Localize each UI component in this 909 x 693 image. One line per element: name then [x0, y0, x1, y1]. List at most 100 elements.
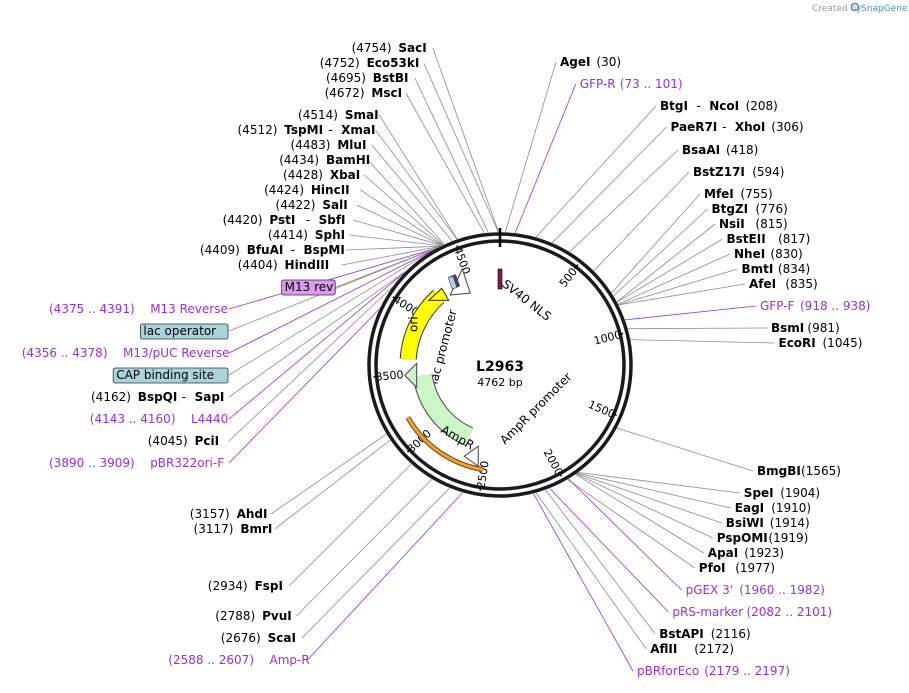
primer-label: GFP-F(918 .. 938): [760, 299, 870, 313]
enzyme-site-label: (2788)PvuI: [215, 609, 291, 623]
leader-line: [375, 129, 458, 240]
site-position: (4424): [264, 183, 304, 197]
feature-lac-promoter-label: lac promoter: [426, 308, 459, 386]
site-name: AhdI: [237, 507, 268, 521]
site-position: (1923): [744, 546, 784, 560]
enzyme-site-label: NheI(830): [734, 247, 803, 261]
leader-line: [296, 478, 433, 617]
leader-line: [593, 171, 690, 272]
site-position: (4752): [320, 56, 360, 70]
enzyme-site-label: MfeI(755): [704, 187, 773, 201]
enzyme-site-label: (4428)XbaI: [283, 168, 360, 182]
site-position: (4672): [325, 86, 365, 100]
enzyme-site-label: (4434)BamHI: [279, 153, 370, 167]
leader-line: [576, 473, 722, 524]
primer-label: (4143 .. 4160)L4440: [90, 412, 228, 426]
separator: -: [722, 120, 726, 134]
site-position: (2179 .. 2197): [704, 664, 790, 678]
leader-line: [618, 268, 738, 306]
site-name: Amp-R: [270, 653, 310, 667]
leader-line: [504, 61, 557, 233]
leader-line: [616, 223, 716, 303]
enzyme-site-label: BtgZI(776): [712, 202, 788, 216]
site-name: BsiWI: [726, 516, 764, 530]
site-name: PvuI: [262, 609, 292, 623]
site-name: SbfI: [319, 213, 346, 227]
separator: -: [306, 213, 310, 227]
site-position: (4404): [238, 258, 278, 272]
site-position: (3890 .. 3909): [49, 456, 135, 470]
site-name: HindIII: [285, 258, 330, 272]
site-name: BstEII: [727, 232, 766, 246]
label-leader-lines: [228, 47, 775, 672]
site-name: ApaI: [708, 546, 738, 560]
leader-line: [569, 149, 679, 253]
enzyme-site-label: (4045)PciI: [148, 434, 219, 448]
primer-label: (3890 .. 3909)pBR322ori-F: [49, 456, 224, 470]
boxed-feature-label: CAP binding site: [112, 367, 229, 384]
site-name: PaeR7I: [671, 120, 718, 134]
site-name: lac operator: [143, 324, 216, 338]
ring-tick: [479, 485, 482, 491]
enzyme-site-label: EcoRI (1045): [779, 336, 863, 350]
enzyme-site-label: AflII(2172): [650, 642, 734, 656]
enzyme-site-label: (4695)BstBI: [326, 71, 408, 85]
leader-line: [514, 83, 577, 234]
site-position: (1565): [801, 464, 841, 478]
leader-line: [371, 144, 453, 242]
enzyme-site-label: SpeI(1904): [744, 486, 820, 500]
site-name: CAP binding site: [116, 368, 214, 382]
enzyme-site-label: BtgI-NcoI(208): [660, 99, 778, 113]
site-name: BfuAI: [247, 243, 284, 257]
site-name: NsiI: [719, 217, 745, 231]
site-position: (1960 .. 1982): [739, 583, 825, 597]
site-name: EcoRI: [779, 336, 816, 350]
leader-line: [405, 92, 485, 234]
enzyme-site-label: (4409)BfuAI-BspMI: [200, 243, 345, 257]
site-position: (306): [771, 120, 803, 134]
ring-tick: [611, 412, 617, 417]
leader-line: [567, 479, 696, 569]
site-position: (981): [807, 321, 839, 335]
leader-line: [575, 473, 713, 539]
site-position: (835): [785, 277, 817, 291]
leader-line: [352, 219, 443, 246]
site-position: (73 .. 101): [620, 77, 683, 91]
site-name: GFP-F: [760, 299, 795, 313]
ring-tick-label: 2000: [541, 447, 566, 478]
feature-box: [112, 367, 229, 384]
site-position: (4420): [223, 213, 263, 227]
site-name: PciI: [195, 434, 220, 448]
site-position: (834): [778, 262, 810, 276]
site-name: XbaI: [330, 168, 360, 182]
site-name: BspMI: [304, 243, 345, 257]
site-position: (2934): [208, 579, 248, 593]
site-position: (1910): [771, 501, 811, 515]
site-name: pRS-marker: [672, 605, 743, 619]
feature-sv40-nls-label: SV40 NLS: [499, 277, 553, 324]
feature-box: [281, 279, 336, 296]
site-position: (2588 .. 2607): [168, 653, 254, 667]
site-name: BmtI: [742, 262, 774, 276]
site-name: SalI: [322, 198, 347, 212]
site-name: NheI: [734, 247, 765, 261]
site-name: BsaAI: [682, 143, 720, 157]
enzyme-site-label: BsiWI(1914): [726, 516, 810, 530]
site-name: BsmI: [771, 321, 804, 335]
leader-line: [228, 308, 380, 464]
enzyme-site-label: ApaI (1923): [708, 546, 784, 560]
site-position: (1045): [823, 336, 863, 350]
site-name: ScaI: [268, 631, 296, 645]
leader-line: [356, 204, 443, 246]
primer-label: (4356 .. 4378)M13/pUC Reverse: [22, 346, 230, 360]
site-position: (208): [746, 99, 778, 113]
site-name: SmaI: [345, 108, 379, 122]
enzyme-site-label: BmtI (834): [742, 262, 811, 276]
site-name: AfeI: [749, 277, 776, 291]
boxed-feature-label: lac operator: [139, 323, 229, 340]
boxed-feature-label: M13 rev: [281, 279, 336, 296]
enzyme-site-label: BstAPI(2116): [659, 627, 751, 641]
site-position: (4754): [352, 41, 392, 55]
ring-tick: [617, 332, 624, 336]
site-name: FspI: [255, 579, 283, 593]
